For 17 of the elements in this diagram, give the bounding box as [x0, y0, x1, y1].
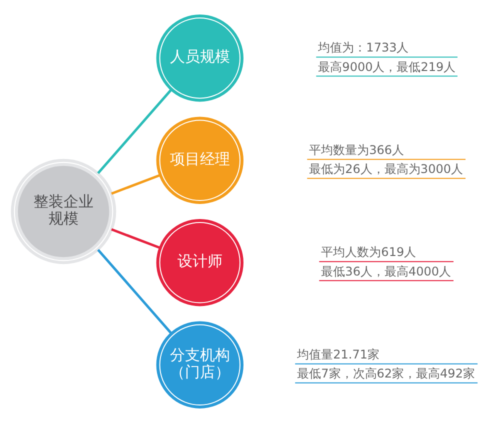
- connector: [111, 228, 161, 250]
- node-label: 最低7家，次高62家，最高492家: [297, 366, 475, 381]
- node-label: 最低36人，最高4000人: [321, 264, 452, 278]
- node-circle: 项目经理: [156, 116, 244, 204]
- node-label: 平均数量为366人: [309, 142, 404, 157]
- connector: [97, 248, 172, 334]
- node-circle: 人员规模: [156, 14, 244, 102]
- node-label: 均值量21.71家: [297, 347, 380, 362]
- connector: [97, 88, 172, 174]
- node-circle: 分支机构（门店）: [156, 321, 244, 408]
- node-label: 最高9000人，最低219人: [318, 60, 456, 74]
- node-label: 均值为：1733人: [318, 40, 409, 55]
- node-circle: 整装企业规模: [10, 158, 116, 264]
- node-label: 最低为26人，最高为3000人: [309, 162, 464, 176]
- node-label: 平均人数为619人: [321, 245, 416, 260]
- connector: [111, 174, 161, 195]
- node-circle: 设计师: [156, 219, 244, 306]
